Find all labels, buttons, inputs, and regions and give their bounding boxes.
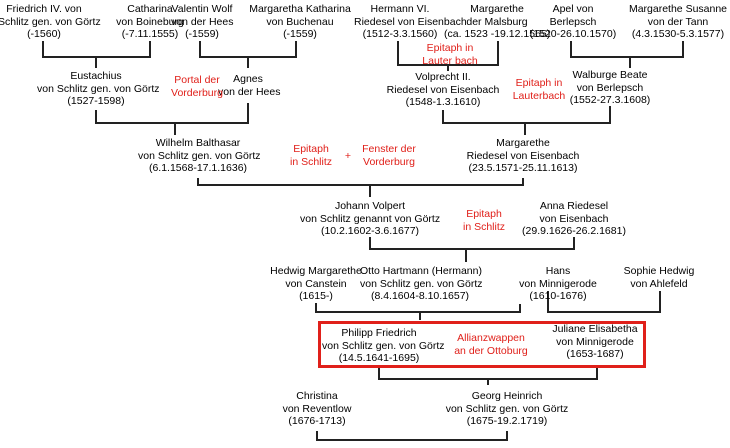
connector-johann-anna — [369, 237, 575, 262]
connector-valentin-margaretha — [199, 41, 297, 68]
connector-hedwig-otto — [315, 303, 521, 320]
connector-philipp-juliane — [378, 367, 598, 385]
person-volprecht-ii: Volprecht II.Riedesel von Eisenbach(1548… — [386, 71, 500, 108]
person-otto-hartmann: Otto Hartmann (Hermann)von Schlitz gen. … — [360, 265, 483, 302]
connector-wilhelm-margarethe — [197, 178, 524, 197]
person-hermann-vi: Hermann VI.Riedesel von Eisenbach(1512-3… — [354, 3, 467, 40]
note-plus: + — [344, 150, 352, 162]
connector-volprecht-walburge — [442, 106, 611, 135]
connector-christina-georg — [316, 431, 508, 441]
connector-hermann-margarethe — [397, 41, 499, 71]
connector-hans-sophie — [547, 291, 661, 313]
connector-apel-margarethe — [570, 41, 684, 68]
connector-eustachius-agnes — [95, 103, 249, 135]
connector-friedrich-catharina — [42, 41, 151, 68]
highlight-box — [318, 321, 646, 368]
